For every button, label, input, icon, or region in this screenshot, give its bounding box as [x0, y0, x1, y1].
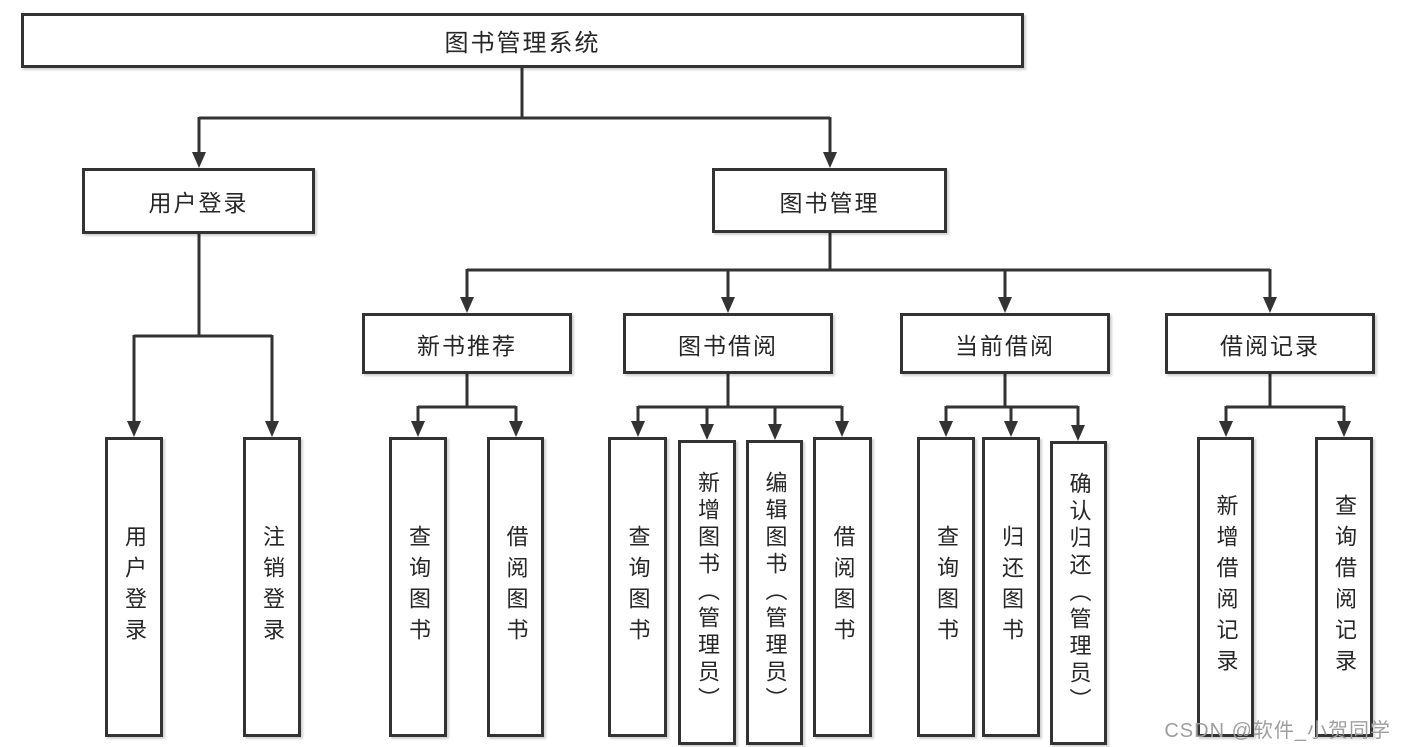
node-user-login-label: 用户登录 — [148, 190, 249, 216]
leaf-logout-login-label: 注销登录 — [260, 525, 285, 649]
node-library-system-label: 图书管理系统 — [444, 30, 601, 57]
node-book-management-label: 图书管理 — [779, 189, 880, 216]
leaf-confirm-return-admin-label: 确认归还（管理员） — [1066, 471, 1092, 715]
leaf-query-books-1: 查询图书 — [389, 437, 447, 737]
leaf-add-borrow-record: 新增借阅记录 — [1197, 437, 1254, 737]
leaf-query-books-2-label: 查询图书 — [625, 525, 651, 649]
leaf-return-books-label: 归还图书 — [999, 525, 1024, 649]
leaf-borrow-books-2-label: 借阅图书 — [830, 525, 856, 649]
leaf-edit-books-admin: 编辑图书（管理员） — [746, 440, 803, 745]
node-current-borrow-label: 当前借阅 — [955, 332, 1055, 359]
leaf-borrow-books-1-label: 借阅图书 — [503, 525, 529, 649]
leaf-user-login: 用户登录 — [105, 437, 163, 737]
csdn-watermark: CSDN @软件_小贺同学 — [1164, 720, 1391, 742]
leaf-query-books-2: 查询图书 — [608, 437, 667, 737]
leaf-query-borrow-record-label: 查询借阅记录 — [1332, 494, 1357, 680]
node-book-management: 图书管理 — [712, 168, 947, 233]
leaf-return-books: 归还图书 — [982, 437, 1040, 737]
node-borrow-records: 借阅记录 — [1165, 313, 1375, 374]
leaf-add-books-admin-label: 新增图书（管理员） — [695, 471, 720, 714]
node-current-borrow: 当前借阅 — [900, 313, 1110, 374]
node-book-borrow-label: 图书借阅 — [678, 332, 778, 359]
node-book-borrow: 图书借阅 — [623, 313, 833, 374]
leaf-query-books-1-label: 查询图书 — [406, 525, 431, 649]
leaf-query-books-3-label: 查询图书 — [934, 525, 959, 649]
node-new-book-recommend-label: 新书推荐 — [417, 332, 517, 359]
leaf-add-books-admin: 新增图书（管理员） — [678, 440, 736, 745]
leaf-add-borrow-record-label: 新增借阅记录 — [1213, 494, 1239, 680]
leaf-logout-login: 注销登录 — [243, 437, 301, 737]
leaf-query-books-3: 查询图书 — [917, 437, 975, 737]
leaf-borrow-books-2: 借阅图书 — [813, 437, 872, 737]
node-new-book-recommend: 新书推荐 — [362, 313, 572, 374]
leaf-edit-books-admin-label: 编辑图书（管理员） — [762, 471, 788, 714]
leaf-borrow-books-1: 借阅图书 — [487, 437, 544, 737]
leaf-user-login-label: 用户登录 — [122, 525, 147, 649]
node-library-system: 图书管理系统 — [21, 13, 1024, 68]
leaf-query-borrow-record: 查询借阅记录 — [1315, 437, 1373, 737]
node-borrow-records-label: 借阅记录 — [1220, 332, 1320, 359]
node-user-login: 用户登录 — [82, 168, 315, 234]
leaf-confirm-return-admin: 确认归还（管理员） — [1050, 441, 1107, 745]
